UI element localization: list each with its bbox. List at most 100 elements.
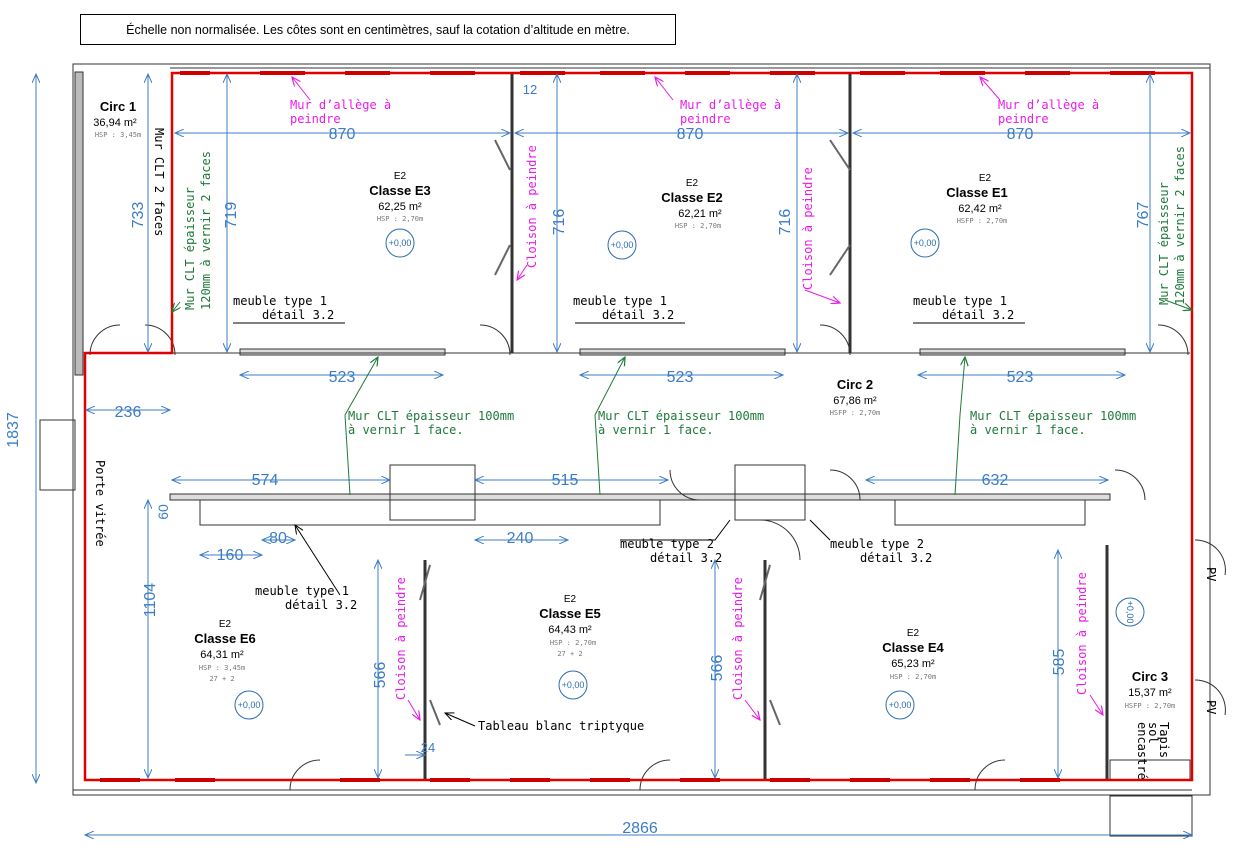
room-name-circ1: Circ 1 [100,99,136,114]
room-area-e1: 62,42 m² [958,203,1002,215]
room-hsp-e1: HSFP : 2,70m [957,217,1008,225]
note-clt-2-faces: Mur CLT 2 faces [152,128,166,236]
room-name-e1: Classe E1 [946,185,1007,200]
note-allege-e1-1: Mur d’allège à [998,98,1099,112]
room-hsp-e3: HSP : 2,70m [377,215,423,223]
note-clt120-left-1: Mur CLT épaisseur [183,187,197,310]
note-clt100-2-a: Mur CLT épaisseur 100mm [598,409,764,423]
dim-circ1-height: 733 [130,202,147,229]
room-area-circ2: 67,86 m² [833,395,877,407]
note-cloison-e5e4: Cloison à peindre [731,577,745,700]
level-e3: +0,00 [389,238,412,248]
dim-80: 80 [269,530,287,547]
note-allege-e3-1: Mur d’allège à [290,98,391,112]
note-meuble1-e3-b: détail 3.2 [262,308,334,322]
level-e6: +0,00 [238,700,261,710]
dim-e3-width: 870 [329,126,356,143]
dim-574: 574 [252,472,279,489]
room-area-circ3: 15,37 m² [1128,687,1172,699]
note-clt120-right-1: Mur CLT épaisseur [1157,182,1171,305]
room-hsp-e6: HSP : 3,45m [199,664,245,672]
dim-24: 24 [421,740,435,755]
leaders [172,77,1192,727]
dim-236: 236 [115,404,142,421]
room-name-e2: Classe E2 [661,190,722,205]
room-name-e3: Classe E3 [369,183,430,198]
dim-515: 515 [552,472,579,489]
note-meuble2-e4-a: meuble type 2 [830,537,924,551]
dim-e2-height: 716 [551,209,568,236]
room-area-e4: 65,23 m² [891,658,935,670]
note-meuble2-e5-a: meuble type 2 [620,537,714,551]
room-type-e6: E2 [219,619,232,630]
note-allege-e2-2: peindre [680,112,731,126]
level-labels: +0,00 +0,00 +0,00 +0,00 +0,00 +0,00 +0,0… [238,238,1135,710]
note-tapis-3: encastré [1135,722,1149,780]
room-hsp-circ3: HSFP : 2,70m [1125,702,1176,710]
dim-160: 160 [217,547,244,564]
note-clt100-1-a: Mur CLT épaisseur 100mm [348,409,514,423]
walls [39,63,1226,837]
dim-12: 12 [523,82,537,97]
note-cloison-e6e5: Cloison à peindre [394,577,408,700]
dim-1104: 1104 [142,583,159,618]
dim-e2-width: 870 [677,126,704,143]
room-type-e1: E2 [979,173,992,184]
dim-e1-height-2: 767 [1135,202,1152,229]
room-name-circ3: Circ 3 [1132,669,1168,684]
note-clt120-left-2: 120mm à vernir 2 faces [199,151,213,310]
note-cloison-e2e1: Cloison à peindre [801,167,815,290]
note-allege-e2-1: Mur d’allège à [680,98,781,112]
dim-overall-height: 1837 [5,412,22,448]
note-clt100-1-b: à vernir 1 face. [348,423,464,437]
note-tapis-1: Tapis [1157,722,1171,758]
note-tapis-2: sol [1146,722,1160,744]
dim-furniture-e2: 523 [667,369,694,386]
note-meuble1-e2-a: meuble type 1 [573,294,667,308]
note-meuble1-e2-b: détail 3.2 [602,308,674,322]
windows [100,71,1155,782]
dimension-lines [36,74,1192,835]
room-hsp-e4: HSP : 2,70m [890,673,936,681]
dim-566-e5: 566 [372,662,389,689]
note-porte-vitree: Porte vitrée [93,460,107,547]
level-e5: +0,00 [562,680,585,690]
room-type-e3: E2 [394,171,407,182]
level-e4: +0,00 [889,700,912,710]
room-area-e6: 64,31 m² [200,649,244,661]
note-clt120-right-2: 120mm à vernir 2 faces [1173,146,1187,305]
scale-note: Échelle non normalisée. Les côtes sont e… [80,14,676,45]
annotations: Mur d’allège à peindre Mur d’allège à pe… [93,98,1218,780]
note-meuble2-e5-b: détail 3.2 [650,551,722,565]
room-name-circ2: Circ 2 [837,377,873,392]
dim-e3-height: 719 [223,202,240,229]
room-area-e2: 62,21 m² [678,208,722,220]
room-type-e4: E2 [907,628,920,639]
dim-585: 585 [1051,649,1068,676]
note-cloison-e4circ3: Cloison à peindre [1075,572,1089,695]
level-e1: +0,00 [914,238,937,248]
dim-566-e4: 566 [709,655,726,682]
note-meuble2-e4-b: détail 3.2 [860,551,932,565]
note-meuble1-e6-a: meuble type 1 [255,584,349,598]
level-e2: +0,00 [611,240,634,250]
room-hsp-e5: HSP : 2,70m [550,639,596,647]
room-name-e4: Classe E4 [882,640,944,655]
room-area-e3: 62,25 m² [378,201,422,213]
dim-furniture-e1: 523 [1007,369,1034,386]
note-allege-e1-2: peindre [998,112,1049,126]
note-pv-2: PV [1204,700,1218,714]
level-circ3: +0,00 [1125,601,1135,624]
note-cloison-e3e2: Cloison à peindre [525,145,539,268]
room-hsp-e2: HSP : 2,70m [675,222,721,230]
room-hsp-circ2: HSFP : 2,70m [830,409,881,417]
room-type-e5: E2 [564,594,577,605]
dim-e1-height: 716 [777,209,794,236]
note-clt100-2-b: à vernir 1 face. [598,423,714,437]
room-capacity-e6: 27 + 2 [209,675,234,683]
note-meuble1-e6-b: détail 3.2 [285,598,357,612]
note-clt100-3-a: Mur CLT épaisseur 100mm [970,409,1136,423]
note-meuble1-e3-a: meuble type 1 [233,294,327,308]
dim-overall-width: 2866 [622,820,658,837]
